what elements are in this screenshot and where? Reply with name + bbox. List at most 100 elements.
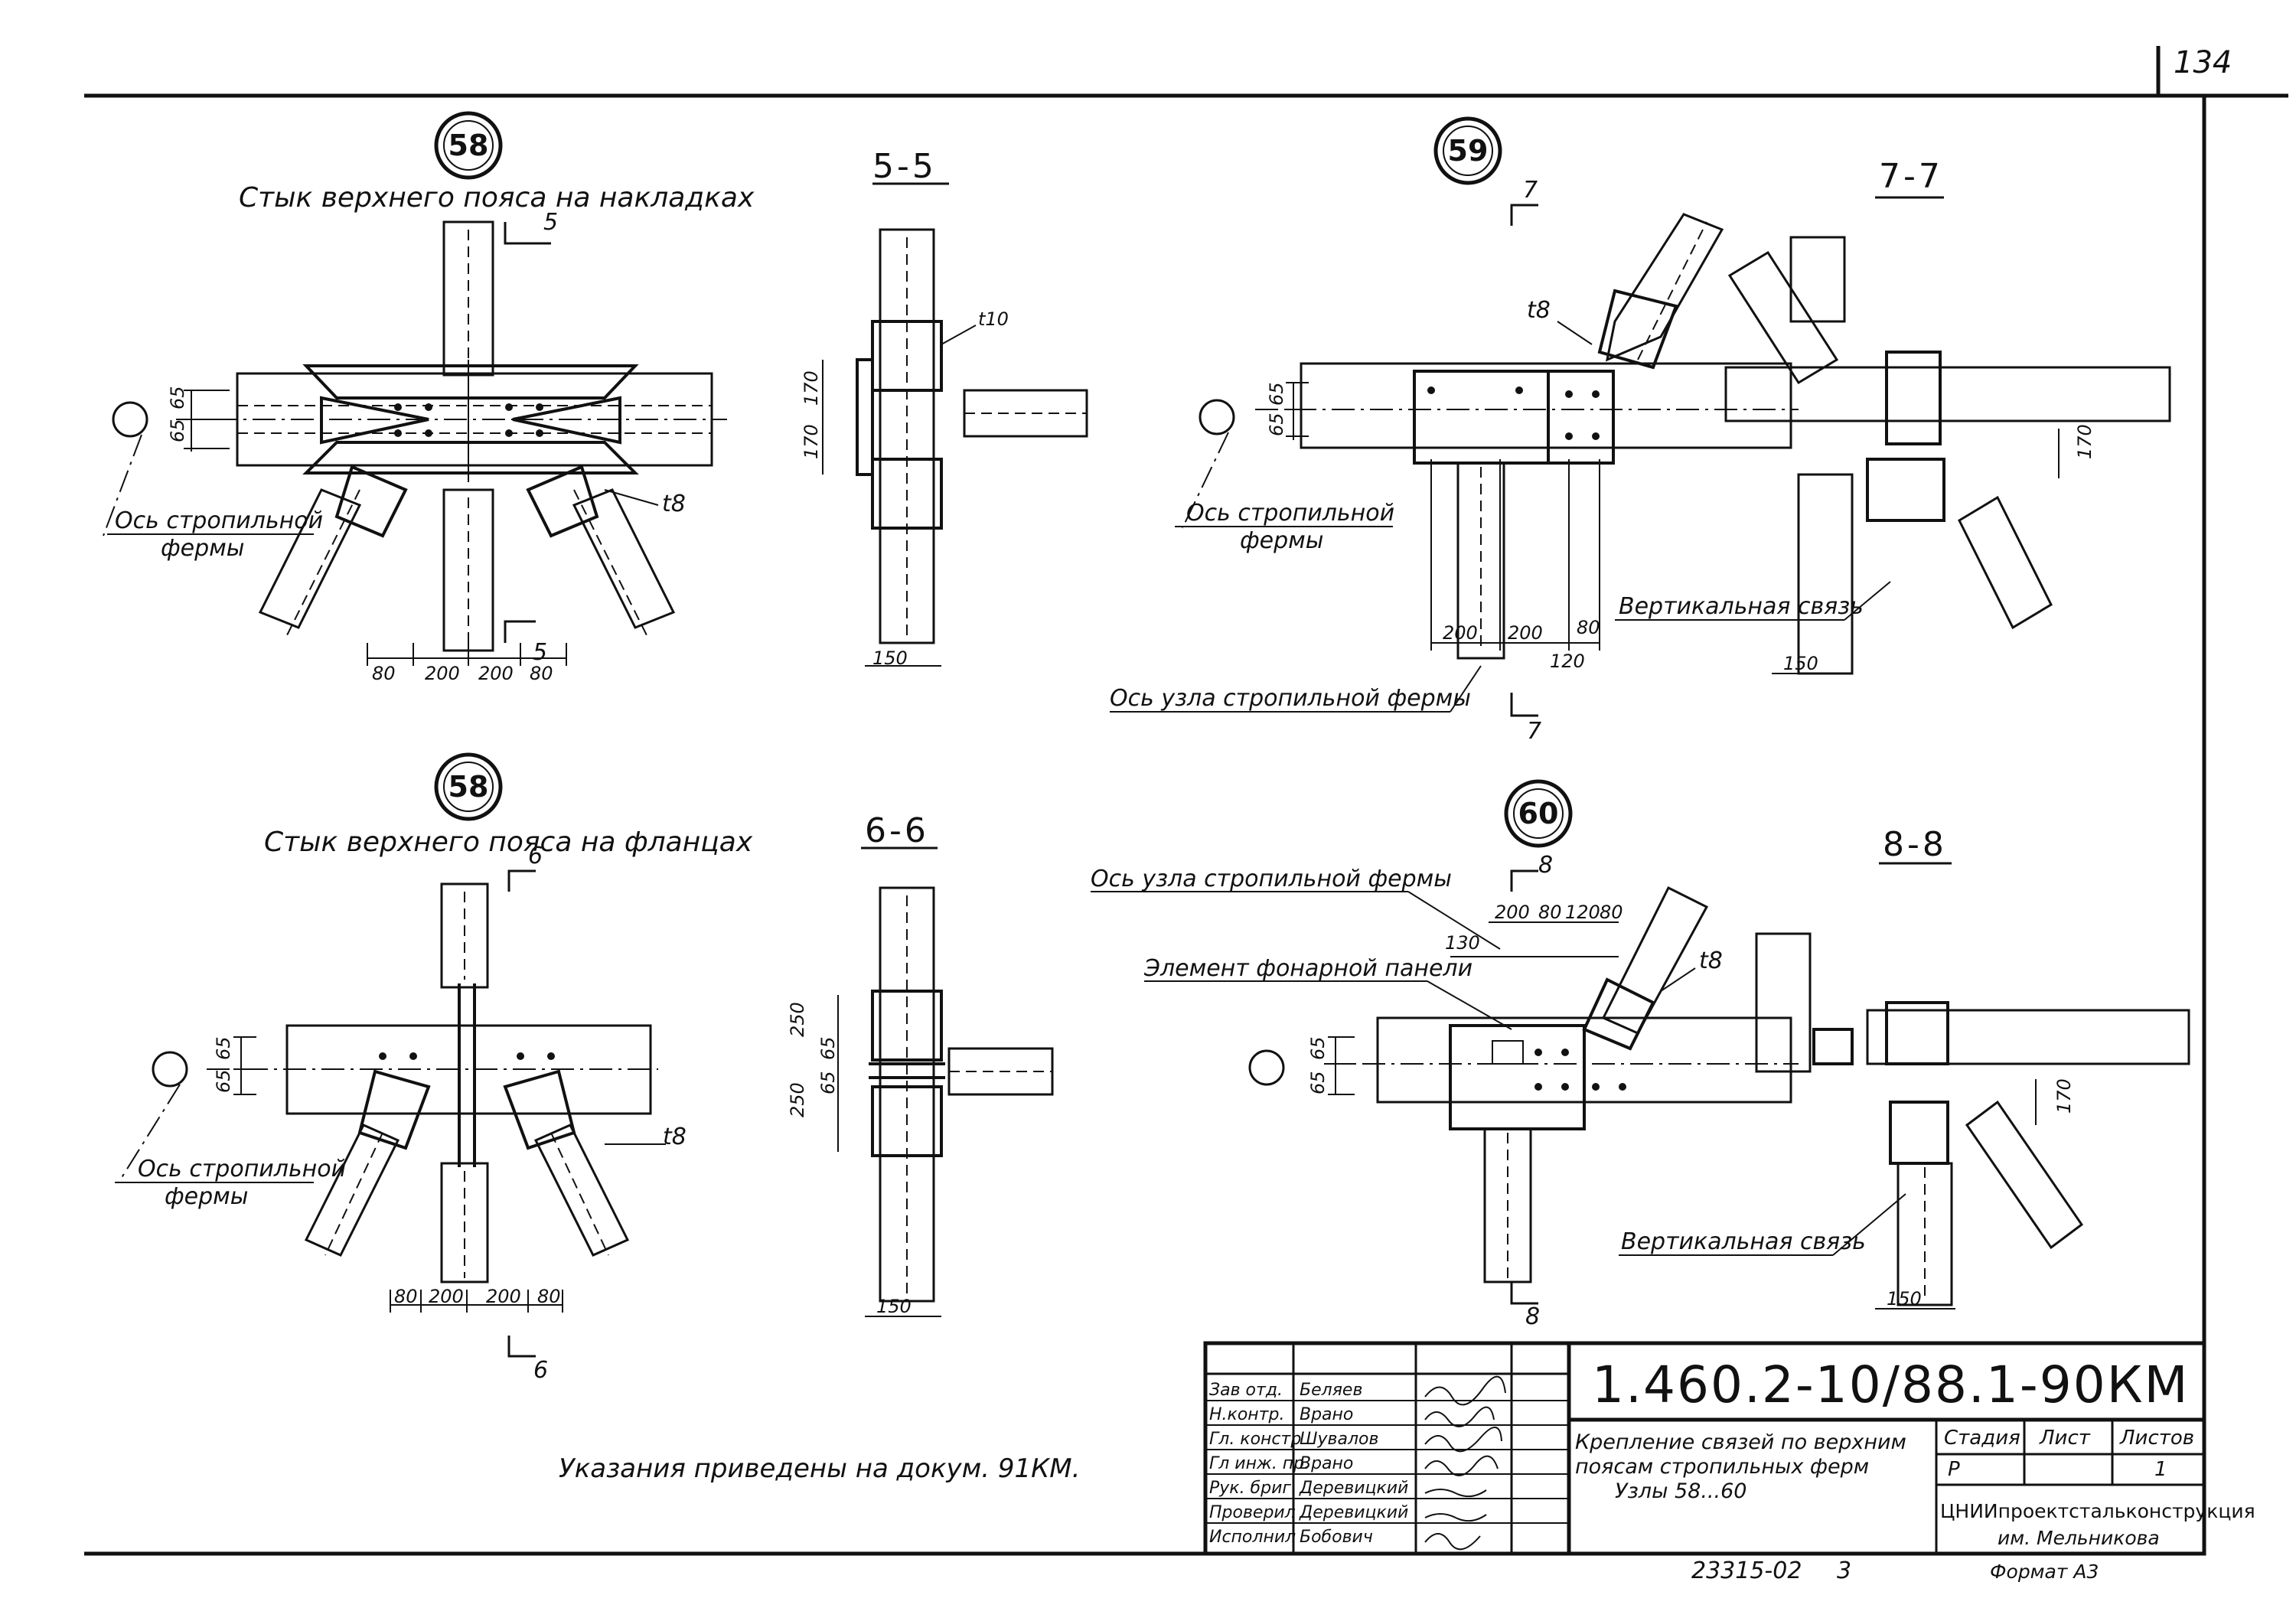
node60-drawing: 60 Ось узла стропильной фермы Элемент фо… [1091, 779, 1799, 1330]
truss-axis-marker-58-top [112, 401, 148, 438]
tb-sheet-header: Лист [2039, 1427, 2091, 1450]
node58-bottom-number: 58 [448, 770, 489, 804]
tb-role-1: Зав отд. [1209, 1381, 1283, 1400]
section-77-dim-right: 170 [2074, 424, 2095, 459]
signatures [1424, 1375, 1506, 1551]
node58-top-title: Стык верхнего пояса на накладках [239, 182, 755, 214]
truss-axis-marker-59 [1199, 399, 1235, 435]
node60-dim-top-3: 120 [1565, 902, 1600, 923]
document-code: 1.460.2-10/88.1-90КМ [1592, 1355, 2190, 1414]
node60-dim-top-4: 80 [1600, 902, 1623, 923]
node58-bottom-dim-2: 200 [429, 1286, 464, 1307]
node59-section-mark-top: 7 [1523, 177, 1538, 204]
section-55-title: 5-5 [872, 147, 937, 186]
node60-section-mark-bottom: 8 [1525, 1303, 1540, 1330]
node59-number: 59 [1448, 134, 1489, 168]
tb-sheets-header: Листов [2119, 1427, 2194, 1450]
section-88-drawing: 8-8 170 150 Вертикальная связь [1619, 825, 2190, 1310]
node60-section-mark-top: 8 [1538, 852, 1553, 879]
tb-description-line2: поясам стропильных ферм [1575, 1455, 1869, 1479]
node58-bottom-marker [434, 752, 503, 821]
node58-bottom-title: Стык верхнего пояса на фланцах [264, 827, 753, 858]
node60-dim-65-a: 65 [1307, 1036, 1329, 1060]
tb-stage-value: Р [1948, 1458, 1960, 1481]
section-88-brace-label: Вертикальная связь [1621, 1228, 1866, 1255]
node58-bottom-section-mark-bottom: 6 [533, 1357, 548, 1384]
node58-bottom-drawing: 58 Стык верхнего пояса на фланцах 6 6 65… [115, 752, 753, 1384]
node60-dim-65-b: 65 [1307, 1071, 1329, 1094]
node59-thickness: t8 [1527, 297, 1551, 324]
tb-role-4: Гл инж. пр. [1209, 1454, 1309, 1473]
section-mark-5-top-label: 5 [543, 209, 558, 236]
node60-number: 60 [1518, 797, 1559, 830]
node60-panel-label: Элемент фонарной панели [1143, 955, 1473, 982]
section-55-thickness: t10 [978, 308, 1009, 330]
node59-section-mark-bottom: 7 [1527, 718, 1541, 745]
section-mark-5-bottom-label: 5 [533, 639, 547, 666]
sheet-number: 134 [2174, 45, 2232, 80]
node59-dim-65-a: 65 [1266, 382, 1287, 406]
general-note: Указания приведены на докум. 91КМ. [559, 1453, 1080, 1484]
section-88-dim-bottom: 150 [1887, 1288, 1922, 1310]
node58-bottom-dim-65-b: 65 [213, 1069, 234, 1093]
section-88-dim-right: 170 [2053, 1078, 2075, 1114]
tb-role-6: Проверил [1209, 1503, 1296, 1522]
section-mark-5-bottom [504, 620, 536, 643]
node59-marker [1433, 116, 1502, 185]
node58-top-thickness: t8 [662, 491, 686, 517]
node58-top-drawing: 58 Стык верхнего пояса на накладках 5 5 [103, 111, 755, 684]
node58-top-number: 58 [448, 129, 489, 162]
node58-top-marker [434, 111, 503, 180]
sheet-frame: 134 [84, 45, 2288, 1556]
section-88-title: 8-8 [1883, 825, 1947, 864]
section-77-title: 7-7 [1879, 157, 1943, 196]
node59-dim-bottom-3: 80 [1577, 617, 1600, 638]
section-77-brace-label: Вертикальная связь [1619, 593, 1864, 620]
section-77-drawing: 7-7 170 150 Вертикальная связь [1615, 157, 2171, 675]
tb-organization-line2: им. Мельникова [1998, 1527, 2160, 1549]
tb-name-1: Беляев [1300, 1381, 1362, 1400]
section-55-dim-bottom: 150 [872, 647, 908, 669]
truss-axis-marker-58-bottom [152, 1051, 188, 1088]
tb-organization-line1: ЦНИИпроектстальконструкция [1940, 1500, 2255, 1522]
tb-name-6: Деревицкий [1299, 1503, 1408, 1522]
node58-top-dim-bottom-1: 80 [372, 663, 396, 684]
section-66-dim-left-4: 250 [787, 1082, 808, 1117]
section-55-dim-left-2: 170 [801, 424, 822, 459]
node58-bottom-dim-4: 80 [537, 1286, 561, 1307]
node60-dim-top-1: 200 [1495, 902, 1530, 923]
tb-name-7: Бобович [1300, 1528, 1373, 1547]
node58-bottom-axis-line1: Ось стропильной [138, 1156, 346, 1182]
section-mark-5-top [504, 222, 551, 245]
tb-name-3: Шувалов [1300, 1430, 1378, 1449]
node58-top-dim-65-a: 65 [167, 386, 188, 409]
section-77-dim-bottom: 150 [1783, 653, 1818, 674]
node59-axis-line2: фермы [1240, 527, 1323, 554]
section-66-dim-bottom: 150 [876, 1296, 912, 1317]
title-block: Зав отд. Н.контр. Гл. констр Гл инж. пр.… [1203, 1341, 2255, 1583]
node58-top-dim-bottom-2: 200 [425, 663, 460, 684]
node60-dim-top-2: 80 [1538, 902, 1562, 923]
archive-number: 23315-02 [1691, 1557, 1802, 1584]
tb-format: Формат А3 [1990, 1561, 2099, 1583]
tb-role-2: Н.контр. [1209, 1405, 1284, 1424]
section-66-title: 6-6 [865, 811, 929, 850]
node58-bottom-thickness: t8 [663, 1124, 687, 1150]
tb-role-3: Гл. констр [1209, 1430, 1301, 1449]
tb-stage-header: Стадия [1944, 1427, 2020, 1450]
tb-description-line3: Узлы 58...60 [1615, 1479, 1746, 1503]
tb-description-line1: Крепление связей по верхним [1575, 1430, 1906, 1454]
section-66-drawing: 6-6 250 65 65 250 150 [787, 811, 1054, 1317]
truss-axis-marker-60 [1248, 1049, 1285, 1086]
section-55-dim-left-1: 170 [801, 370, 822, 406]
node60-thickness: t8 [1699, 947, 1723, 974]
node58-bottom-dim-65-a: 65 [213, 1036, 234, 1060]
tb-sheets-value: 1 [2154, 1458, 2167, 1481]
tb-role-5: Рук. бриг. [1209, 1479, 1296, 1498]
section-66-dim-left-3: 65 [817, 1071, 839, 1094]
node59-dim-120: 120 [1550, 651, 1585, 672]
node58-top-axis-line1: Ось стропильной [115, 507, 323, 534]
section-66-dim-left-2: 65 [817, 1036, 839, 1060]
node59-axis-line1: Ось стропильной [1186, 500, 1394, 527]
